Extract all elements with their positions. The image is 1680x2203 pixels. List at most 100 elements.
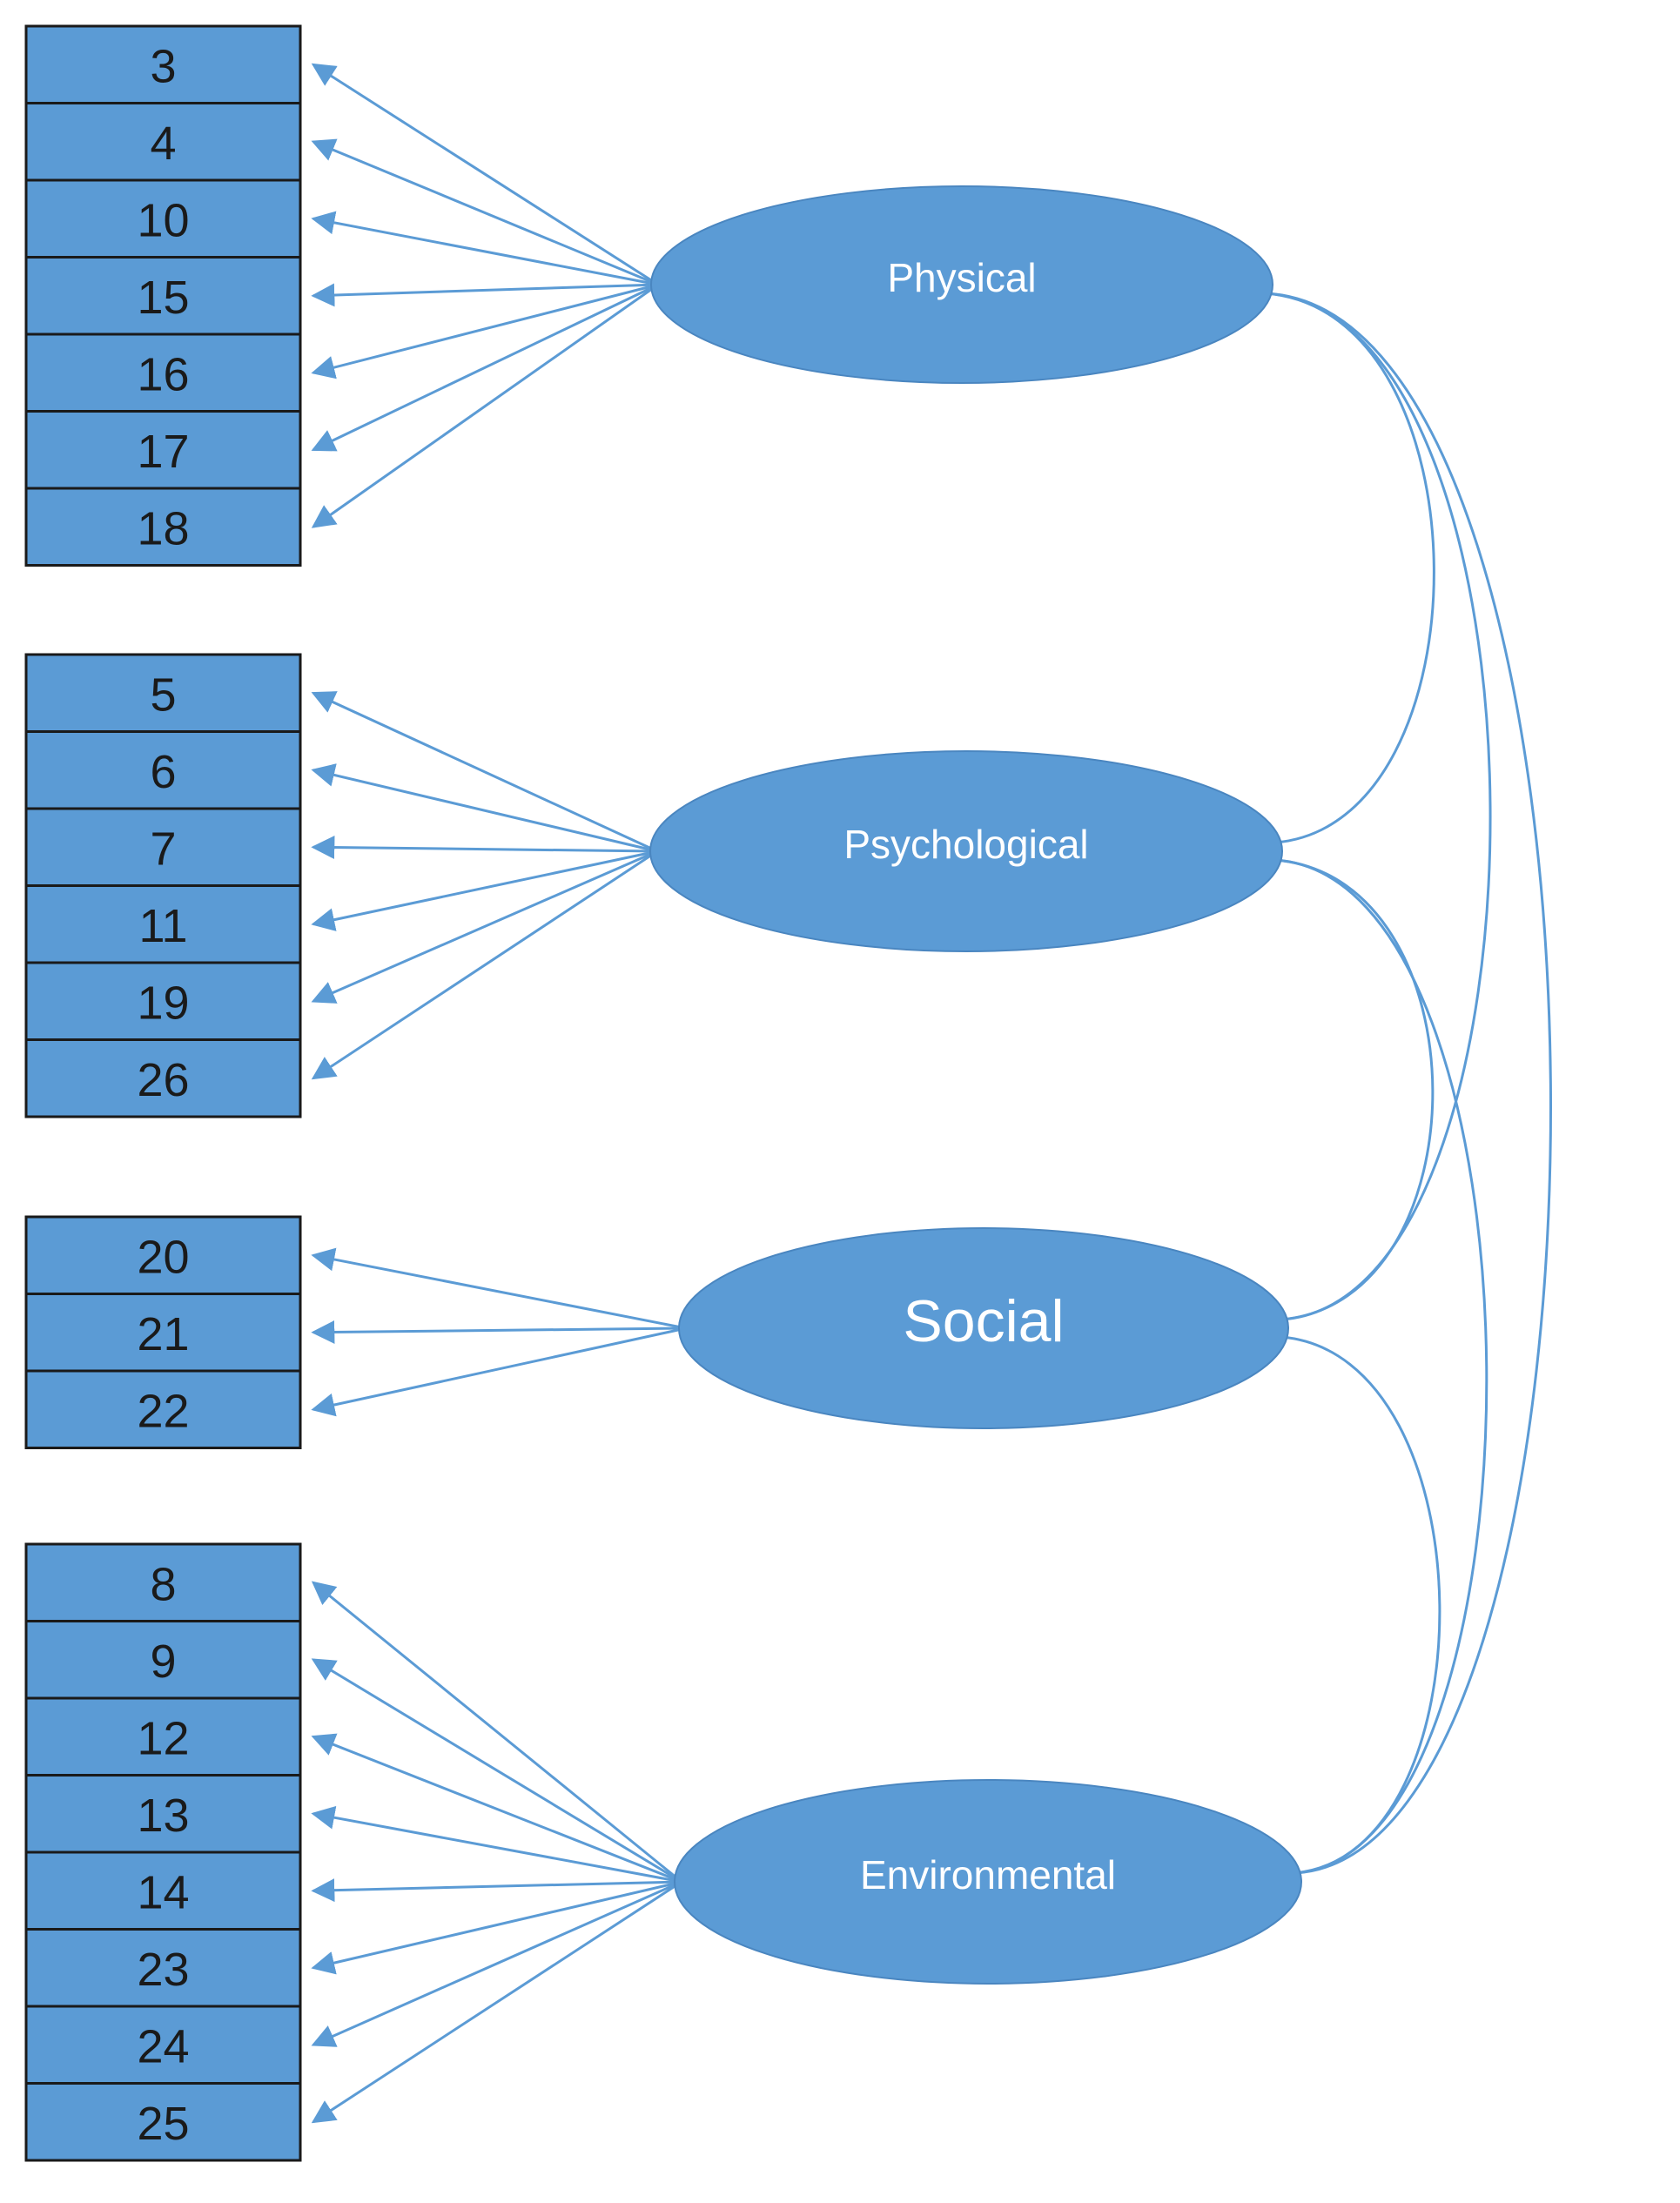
correlation-physical-social: [1265, 292, 1492, 1321]
item-box-rect: [24, 178, 302, 259]
item-box-rect: [24, 1928, 302, 2008]
loading-arrow: [311, 1733, 682, 1884]
item-box-rect: [24, 256, 302, 336]
loading-arrow: [311, 1320, 687, 1344]
item-label: 23: [137, 1944, 189, 1996]
loading-arrow: [311, 211, 659, 286]
correlation-physical-psychological: [1265, 292, 1435, 844]
item-box-6: 6: [24, 730, 302, 810]
item-box-7: 7: [24, 807, 302, 887]
item-box-21: 21: [24, 1293, 302, 1373]
item-label: 9: [150, 1635, 176, 1688]
loading-arrow: [311, 850, 658, 1080]
item-box-19: 19: [24, 961, 302, 1041]
item-box-23: 23: [24, 1928, 302, 2008]
loading-arrow: [311, 850, 658, 1004]
item-box-20: 20: [24, 1215, 302, 1295]
item-label: 8: [150, 1558, 176, 1610]
factor-environmental: Environmental: [674, 1779, 1302, 1985]
item-label: 17: [137, 426, 189, 478]
factor-ellipse: [674, 1779, 1302, 1985]
factor-psychological: Psychological: [649, 750, 1283, 952]
item-label: 26: [137, 1054, 189, 1106]
item-box-9: 9: [24, 1620, 302, 1700]
item-box-rect: [24, 410, 302, 490]
loading-arrow: [311, 283, 659, 379]
item-box-24: 24: [24, 2005, 302, 2085]
loading-arrow: [311, 836, 658, 860]
item-box-rect: [24, 1038, 302, 1118]
item-label: 18: [137, 502, 189, 554]
item-box-5: 5: [24, 653, 302, 733]
item-box-14: 14: [24, 1850, 302, 1931]
item-box-4: 4: [24, 102, 302, 182]
item-label: 10: [137, 194, 189, 246]
loading-arrow: [311, 1327, 687, 1417]
loading-arrow: [311, 1878, 682, 1903]
item-box-rect: [24, 1774, 302, 1854]
item-box-rect: [24, 961, 302, 1041]
item-label: 24: [137, 2020, 189, 2072]
correlation-physical-environmental: [1265, 292, 1552, 1875]
item-box-3: 3: [24, 24, 302, 104]
item-label: 4: [150, 118, 176, 170]
item-box-rect: [24, 2005, 302, 2085]
item-box-rect: [24, 884, 302, 964]
item-label: 21: [137, 1308, 189, 1360]
item-label: 11: [138, 900, 187, 952]
item-label: 16: [137, 348, 189, 400]
item-box-rect: [24, 2082, 302, 2162]
item-box-rect: [24, 1542, 302, 1622]
factor-ellipse: [678, 1227, 1289, 1429]
item-box-17: 17: [24, 410, 302, 490]
loading-arrow: [311, 1247, 687, 1330]
item-box-10: 10: [24, 178, 302, 259]
item-box-rect: [24, 24, 302, 104]
item-label: 22: [137, 1385, 189, 1437]
loading-arrows: [311, 63, 687, 2124]
item-boxes: 3 4 10 15 16 17 18 56 7 11 19 26 20 21 22 8 9 12 13 14 23 24 2…: [24, 24, 302, 2162]
loading-arrow: [311, 1880, 682, 1975]
loading-arrow: [311, 691, 658, 853]
factor-physical: Physical: [650, 185, 1273, 384]
item-box-12: 12: [24, 1696, 302, 1777]
correlation-psychological-social: [1274, 858, 1435, 1321]
loading-arrow: [311, 1880, 682, 2124]
item-box-13: 13: [24, 1774, 302, 1854]
loading-arrow: [311, 1581, 682, 1884]
loading-arrow: [311, 283, 659, 528]
loading-arrow: [311, 1880, 682, 2047]
item-box-15: 15: [24, 256, 302, 336]
loading-arrow: [311, 283, 659, 452]
item-box-rect: [24, 653, 302, 733]
item-box-rect: [24, 1620, 302, 1700]
item-box-16: 16: [24, 332, 302, 413]
item-box-22: 22: [24, 1369, 302, 1449]
item-label: 19: [137, 977, 189, 1029]
item-box-rect: [24, 1215, 302, 1295]
item-label: 7: [150, 823, 176, 875]
correlation-social-environmental: [1280, 1335, 1441, 1875]
item-box-11: 11: [24, 884, 302, 964]
loading-arrow: [311, 138, 659, 286]
item-label: 25: [137, 2098, 189, 2150]
item-box-rect: [24, 487, 302, 567]
item-box-18: 18: [24, 487, 302, 567]
item-box-rect: [24, 807, 302, 887]
factor-ellipse: [649, 750, 1283, 952]
loading-arrow: [311, 850, 658, 931]
loading-arrow: [311, 1658, 682, 1884]
item-box-rect: [24, 1696, 302, 1777]
loading-arrow: [311, 283, 659, 307]
factor-ellipse: [650, 185, 1273, 384]
factor-label: Psychological: [843, 822, 1088, 867]
loading-arrow: [311, 63, 659, 286]
factor-label: Social: [903, 1288, 1064, 1354]
factor-social: Social: [678, 1227, 1289, 1429]
item-box-26: 26: [24, 1038, 302, 1118]
item-box-rect: [24, 332, 302, 413]
item-label: 15: [137, 272, 189, 324]
item-label: 13: [137, 1790, 189, 1842]
